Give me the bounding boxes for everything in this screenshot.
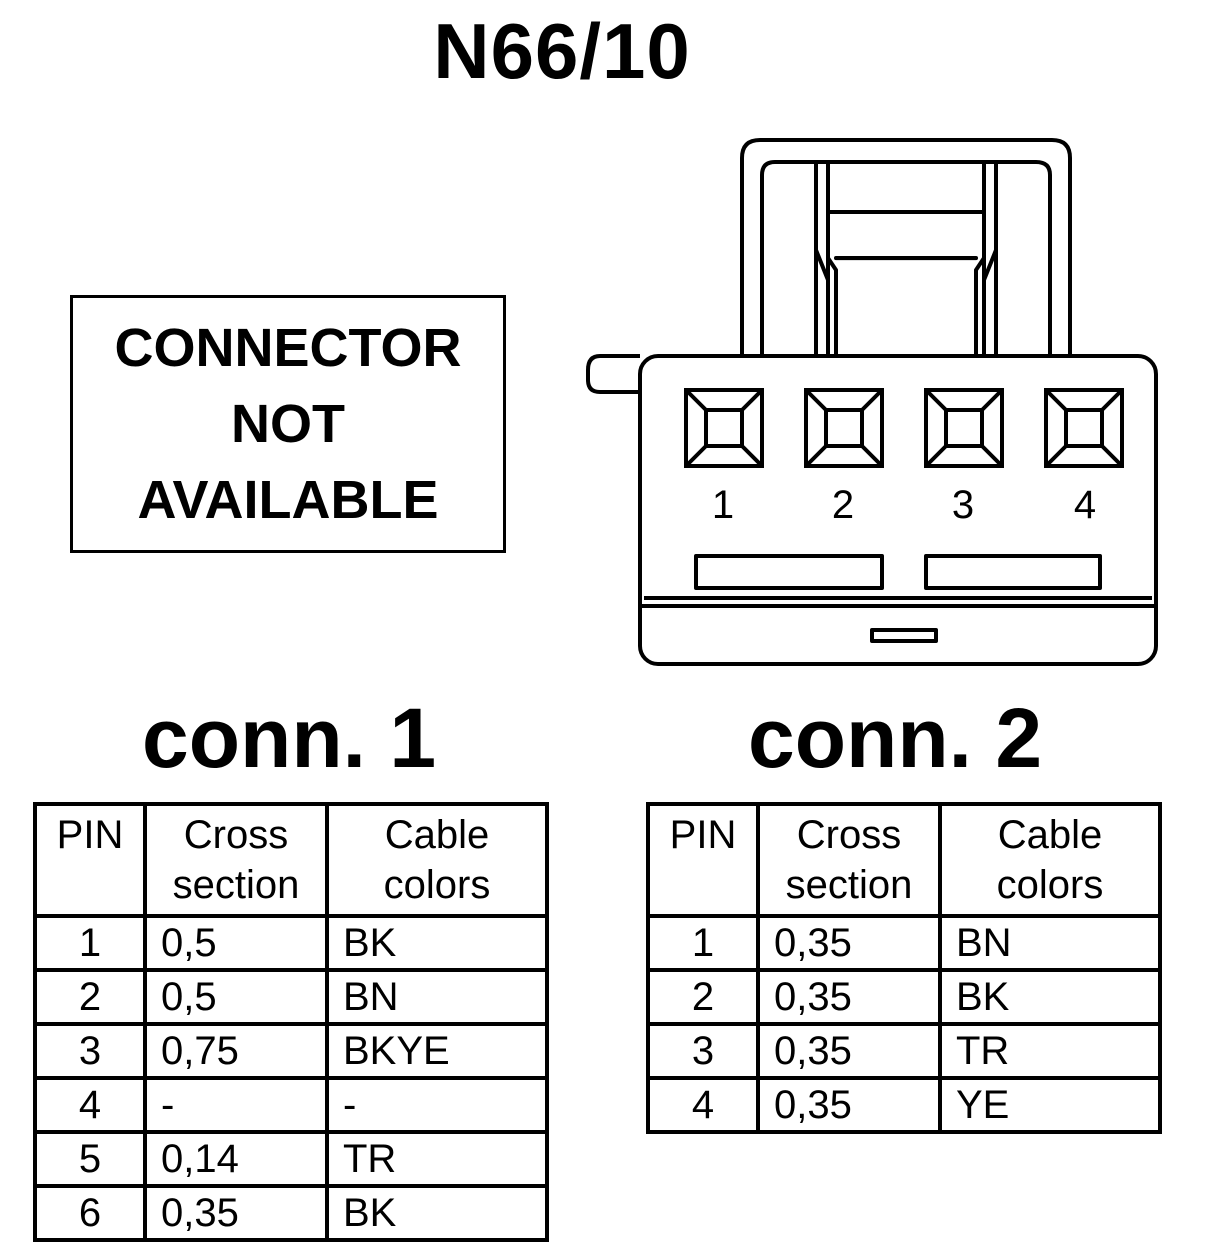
pin-number-label: 1 [712,483,734,527]
header-cable-colors: Cable colors [325,802,549,918]
cable-color-cell: BK [325,1184,549,1242]
note-line: NOT [231,394,345,454]
pin-cavity-2 [804,388,884,468]
pin-number-label: 2 [832,483,854,527]
connector-not-available-box: CONNECTOR NOT AVAILABLE [70,295,506,553]
cable-color-cell: - [325,1076,549,1134]
cable-color-cell: BK [938,968,1162,1026]
pin-cell: 3 [646,1022,760,1080]
cable-color-cell: YE [938,1076,1162,1134]
cross-section-cell: 0,35 [756,914,942,972]
cable-color-cell: BN [938,914,1162,972]
cable-color-cell: TR [325,1130,549,1188]
cross-section-cell: 0,5 [143,914,329,972]
diagram-title: N66/10 [433,7,691,95]
header-pin: PIN [646,802,760,918]
cross-section-cell: 0,35 [756,1022,942,1080]
pin-cell: 3 [33,1022,147,1080]
cable-color-cell: BKYE [325,1022,549,1080]
pin-cell: 2 [646,968,760,1026]
cable-color-cell: BN [325,968,549,1026]
cross-section-cell: 0,5 [143,968,329,1026]
pin-cell: 2 [33,968,147,1026]
table-header-row: PIN Cross section Cable colors [33,802,549,918]
table-row: 4-- [33,1076,549,1134]
pin-cavity-4 [1044,388,1124,468]
pin-cavity-1 [684,388,764,468]
conn1-title: conn. 1 [142,691,437,785]
cable-color-cell: TR [938,1022,1162,1080]
cross-section-cell: - [143,1076,329,1134]
pin-cell: 1 [646,914,760,972]
header-cable-colors: Cable colors [938,802,1162,918]
cross-section-cell: 0,14 [143,1130,329,1188]
note-line: AVAILABLE [137,470,439,530]
note-line: CONNECTOR [114,318,462,378]
cross-section-cell: 0,35 [143,1184,329,1242]
table-header-row: PIN Cross section Cable colors [646,802,1162,918]
cable-color-cell: BK [325,914,549,972]
pin-number-label: 3 [952,483,974,527]
header-cross-section: Cross section [756,802,942,918]
pin-cell: 1 [33,914,147,972]
pin-cell: 4 [646,1076,760,1134]
conn2-title: conn. 2 [748,691,1043,785]
pin-cell: 5 [33,1130,147,1188]
header-pin: PIN [33,802,147,918]
header-cross-section: Cross section [143,802,329,918]
connector-drawing: 1 2 3 4 [586,138,1158,666]
cross-section-cell: 0,35 [756,1076,942,1134]
pin-cavity-3 [924,388,1004,468]
pin-cell: 6 [33,1184,147,1242]
cross-section-cell: 0,35 [756,968,942,1026]
pin-cell: 4 [33,1076,147,1134]
pin-number-label: 4 [1074,483,1096,527]
cross-section-cell: 0,75 [143,1022,329,1080]
